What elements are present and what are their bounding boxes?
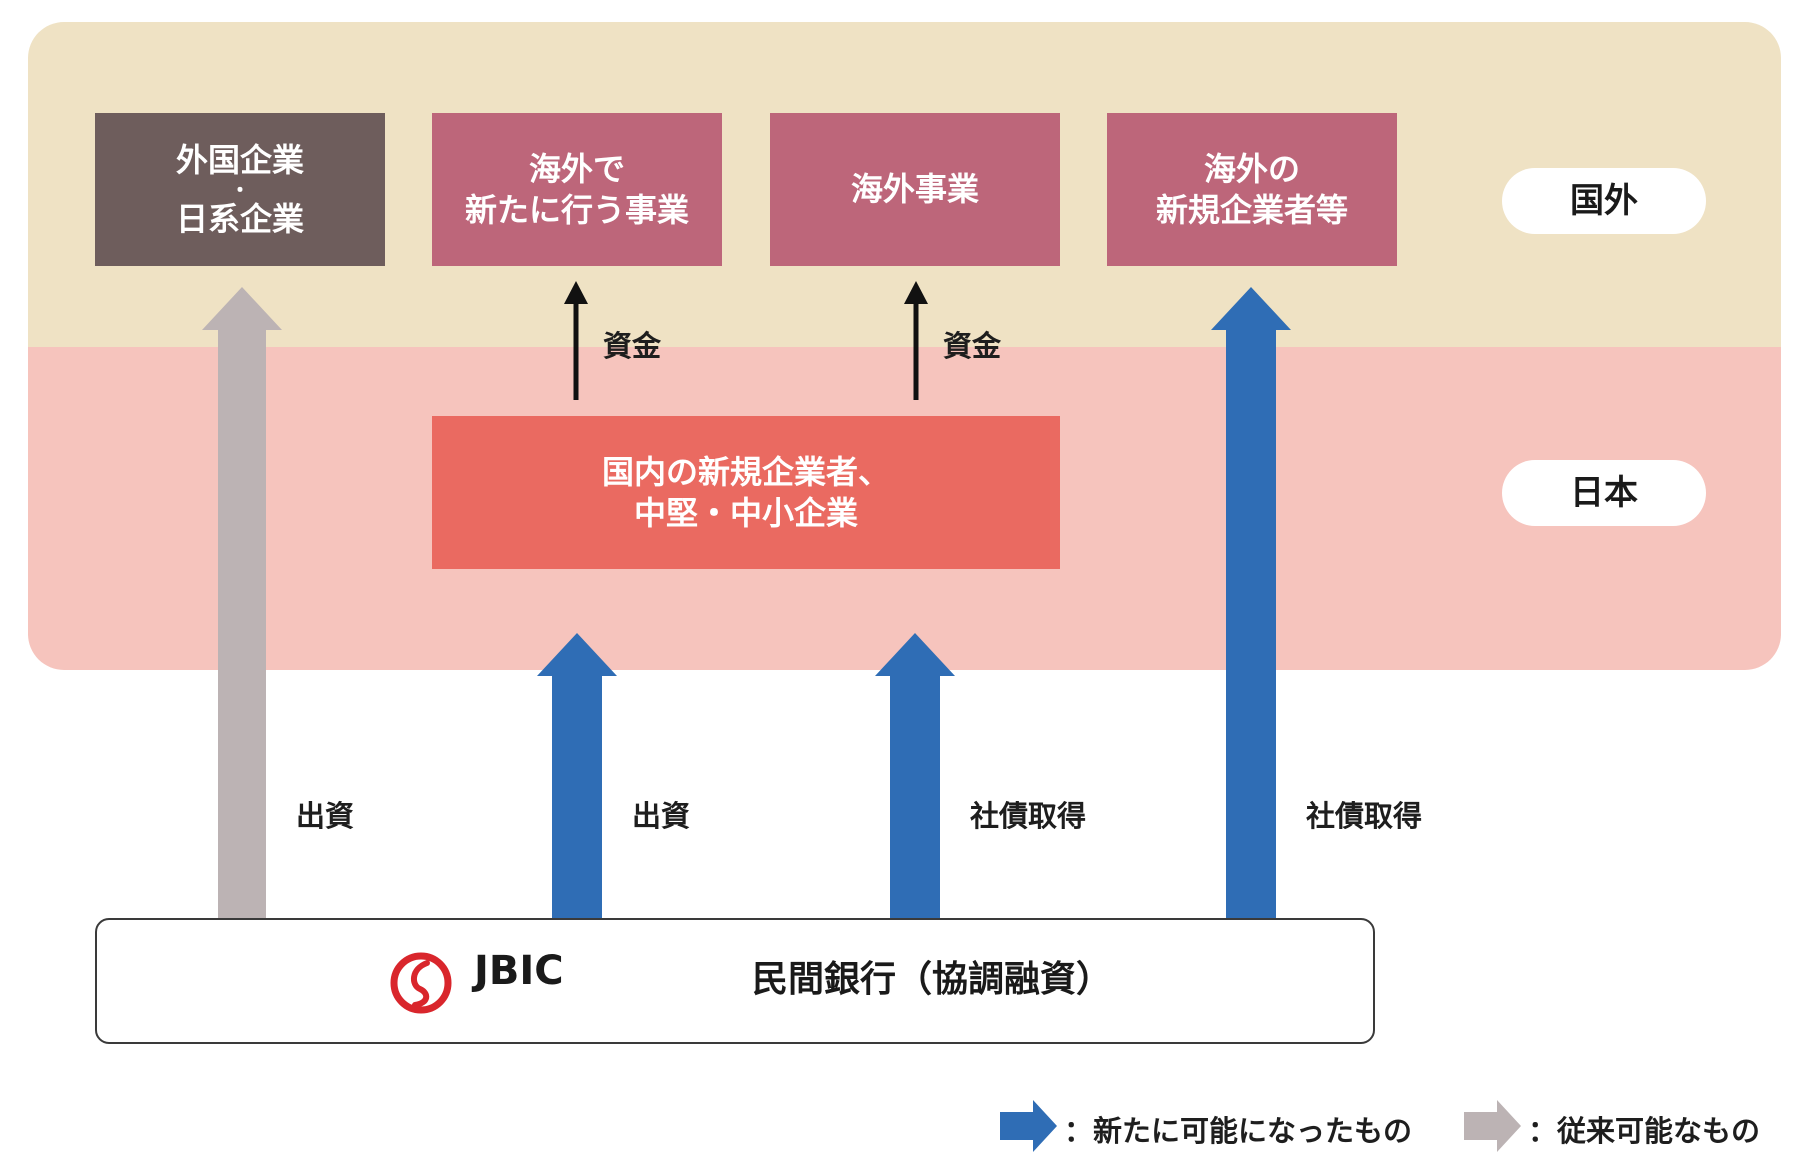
legend-gray-arrow-icon [1464, 1100, 1521, 1152]
domestic-companies-box: 国内の新規企業者、 中堅・中小企業 [432, 416, 1060, 569]
blue-arrow-bond-overseas [1211, 287, 1291, 918]
new-overseas-business-box: 海外で 新たに行う事業 [432, 113, 722, 266]
bond-acquisition-label-1: 社債取得 [970, 799, 1087, 833]
bond-acquisition-label-2: 社債取得 [1306, 799, 1423, 833]
funds-label-2: 資金 [943, 329, 1002, 363]
funds-arrow-2 [904, 281, 928, 400]
domestic-companies-line1: 国内の新規企業者、 [601, 452, 890, 491]
jbic-logo-icon [390, 952, 452, 1014]
legend-blue-arrow-icon [1000, 1100, 1057, 1152]
overseas-new-entrants-line1: 海外の [1203, 149, 1300, 188]
new-overseas-business-line2: 新たに行う事業 [464, 190, 689, 229]
private-banks-name: 民間銀行（協調融資） [752, 959, 1113, 1000]
blue-arrow-investment-domestic [537, 633, 617, 918]
legend-conventional-label: ：従来可能なもの [1528, 1114, 1761, 1148]
funds-arrow-1 [564, 281, 588, 400]
domestic-companies-line2: 中堅・中小企業 [633, 493, 858, 532]
new-overseas-business-line1: 海外で [528, 149, 625, 188]
funding-sources-bar: JBIC 民間銀行（協調融資） [95, 918, 1375, 1044]
foreign-companies-box: 外国企業 ・ 日系企業 [95, 113, 385, 266]
overseas-business-box: 海外事業 [770, 113, 1060, 266]
legend-new-label: ：新たに可能になったもの [1064, 1114, 1413, 1148]
overseas-new-entrants-line2: 新規企業者等 [1155, 190, 1348, 229]
foreign-companies-line1: 外国企業 [175, 140, 304, 179]
blue-arrow-bond-domestic [875, 633, 955, 918]
jbic-name: JBIC [474, 948, 564, 994]
overseas-new-entrants-box: 海外の 新規企業者等 [1107, 113, 1397, 266]
foreign-companies-dot: ・ [230, 177, 250, 202]
foreign-companies-line2: 日系企業 [175, 199, 304, 238]
investment-label-2: 出資 [632, 799, 691, 833]
gray-arrow-investment-foreign [202, 287, 282, 918]
investment-label-1: 出資 [296, 799, 355, 833]
funds-label-1: 資金 [603, 329, 662, 363]
japan-region-label: 日本 [1502, 460, 1706, 526]
overseas-business-text: 海外事業 [850, 170, 979, 209]
overseas-region-label: 国外 [1502, 168, 1706, 234]
